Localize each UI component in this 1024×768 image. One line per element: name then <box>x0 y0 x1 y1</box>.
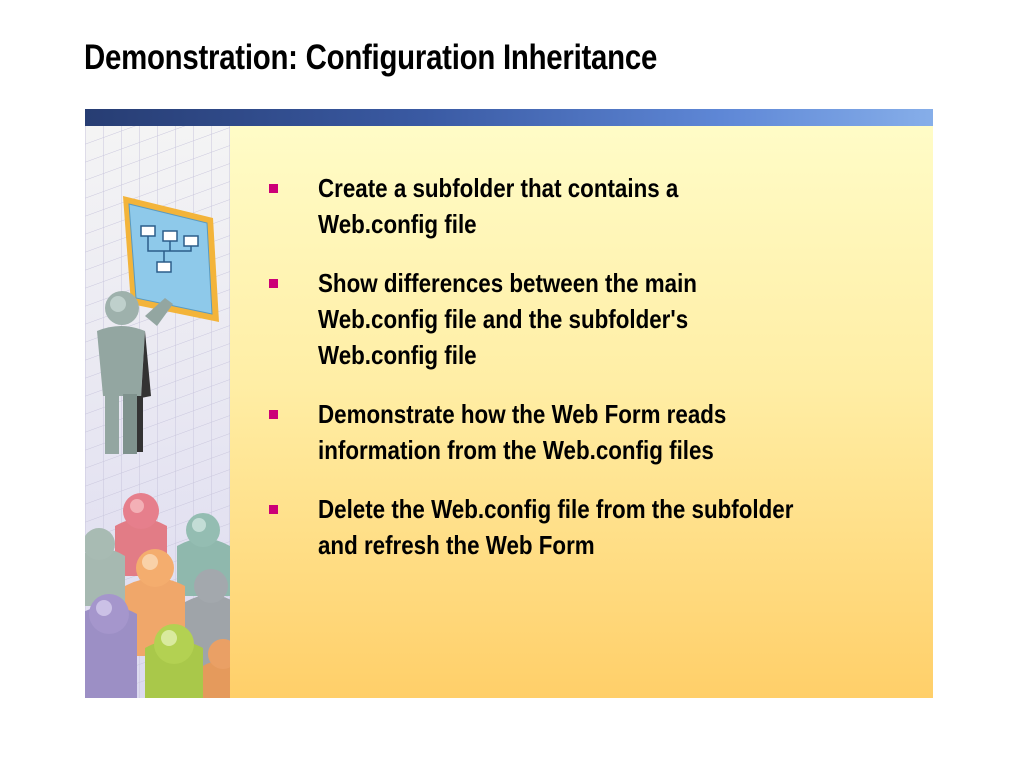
bullet-text: Demonstrate how the Web Form reads infor… <box>318 399 727 465</box>
presenter-figure <box>97 291 173 454</box>
board-icon <box>123 196 219 322</box>
bullet-item: Demonstrate how the Web Form reads infor… <box>262 396 902 468</box>
bullet-item: Create a subfolder that contains a Web.c… <box>262 170 902 242</box>
bullet-text: Delete the Web.config file from the subf… <box>318 494 794 560</box>
bullet-item: Show differences between the main Web.co… <box>262 265 902 373</box>
slide-title: Demonstration: Configuration Inheritance <box>84 38 658 77</box>
bullet-text: Create a subfolder that contains a Web.c… <box>318 173 679 239</box>
bullet-list: Create a subfolder that contains a Web.c… <box>262 170 902 586</box>
header-bar <box>85 109 933 126</box>
audience-figures <box>85 493 230 698</box>
bullet-text: Show differences between the main Web.co… <box>318 268 697 370</box>
bullet-square-icon <box>269 505 278 514</box>
bullet-square-icon <box>269 184 278 193</box>
bullet-square-icon <box>269 279 278 288</box>
bullet-square-icon <box>269 410 278 419</box>
bullet-item: Delete the Web.config file from the subf… <box>262 491 902 563</box>
presenter-audience-illustration <box>85 126 230 698</box>
